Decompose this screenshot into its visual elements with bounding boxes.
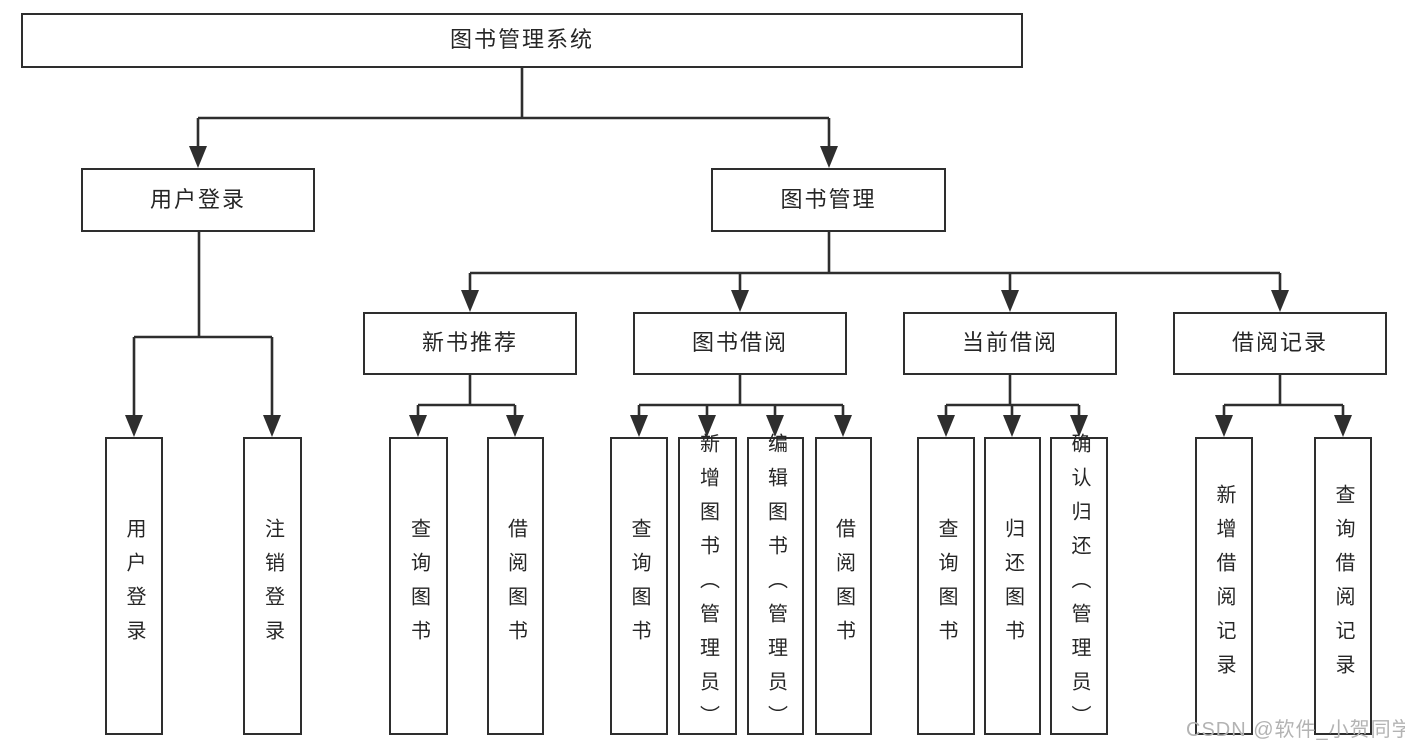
connector-borrow-record-children (1215, 375, 1352, 437)
connector-root-to-level2 (189, 68, 838, 168)
leaf-query-books-borrowing-label: 查询图书 (628, 518, 650, 654)
arrowhead (125, 415, 143, 437)
node-library-management-system-label: 图书管理系统 (449, 27, 594, 53)
node-book-borrowing-label: 图书借阅 (691, 330, 788, 356)
leaf-query-borrow-record: 查询借阅记录 (1314, 437, 1372, 735)
arrowhead (461, 290, 479, 312)
leaf-borrow-books-label: 借阅图书 (832, 518, 855, 654)
leaf-confirm-return-admin: 确认归还（管理员） (1050, 433, 1108, 739)
leaf-return-books-label: 归还图书 (1001, 518, 1024, 654)
leaf-edit-books-admin-label: 编辑图书（管理员） (764, 433, 787, 739)
leaf-borrow-books: 借阅图书 (815, 437, 872, 735)
arrowhead (263, 415, 281, 437)
csdn-watermark: CSDN @软件_小贺同学 (1186, 719, 1405, 741)
leaf-add-borrow-record: 新增借阅记录 (1195, 437, 1253, 735)
arrowhead (1070, 415, 1088, 437)
node-user-login-label: 用户登录 (149, 186, 246, 212)
leaf-edit-books-admin: 编辑图书（管理员） (747, 433, 804, 739)
arrowhead (698, 415, 716, 437)
leaf-add-books-admin-label: 新增图书（管理员） (696, 433, 719, 739)
node-borrowing-records: 借阅记录 (1173, 312, 1387, 375)
connector-current-borrow-children (937, 375, 1088, 437)
leaf-borrow-books-recommend: 借阅图书 (487, 437, 544, 735)
node-book-management-label: 图书管理 (780, 186, 877, 212)
arrowhead (1001, 290, 1019, 312)
arrowhead (834, 415, 852, 437)
leaf-query-books-recommend-label: 查询图书 (407, 518, 430, 654)
arrowhead (1334, 415, 1352, 437)
leaf-logout-label: 注销登录 (261, 518, 284, 654)
arrowhead (731, 290, 749, 312)
arrowhead (189, 146, 207, 168)
connector-user-login-children (125, 232, 281, 437)
node-library-management-system: 图书管理系统 (21, 13, 1023, 68)
connector-book-borrow-children (630, 375, 852, 437)
node-user-login: 用户登录 (81, 168, 315, 232)
leaf-query-books-current-label: 查询图书 (935, 518, 957, 654)
leaf-logout: 注销登录 (243, 437, 302, 735)
leaf-query-books-recommend: 查询图书 (389, 437, 448, 735)
leaf-confirm-return-admin-label: 确认归还（管理员） (1068, 433, 1090, 739)
node-current-borrowing-label: 当前借阅 (961, 330, 1058, 356)
leaf-borrow-books-recommend-label: 借阅图书 (504, 518, 527, 654)
arrowhead (409, 415, 427, 437)
node-borrowing-records-label: 借阅记录 (1231, 330, 1328, 356)
arrowhead (1003, 415, 1021, 437)
leaf-query-books-current: 查询图书 (917, 437, 975, 735)
leaf-user-login-label: 用户登录 (123, 518, 145, 654)
node-book-borrowing: 图书借阅 (633, 312, 847, 375)
leaf-query-books-borrowing: 查询图书 (610, 437, 668, 735)
arrowhead (630, 415, 648, 437)
leaf-user-login: 用户登录 (105, 437, 163, 735)
arrowhead (506, 415, 524, 437)
leaf-return-books: 归还图书 (984, 437, 1041, 735)
node-book-management: 图书管理 (711, 168, 946, 232)
node-new-book-recommend-label: 新书推荐 (421, 330, 518, 356)
arrowhead (937, 415, 955, 437)
arrowhead (1271, 290, 1289, 312)
arrowhead (820, 146, 838, 168)
connector-new-book-rec-children (409, 375, 524, 437)
arrowhead (1215, 415, 1233, 437)
connector-book-mgmt-to-level3 (461, 232, 1289, 312)
node-new-book-recommend: 新书推荐 (363, 312, 577, 375)
leaf-query-borrow-record-label: 查询借阅记录 (1332, 484, 1354, 688)
node-current-borrowing: 当前借阅 (903, 312, 1117, 375)
arrowhead (766, 415, 784, 437)
leaf-add-borrow-record-label: 新增借阅记录 (1213, 484, 1235, 688)
leaf-add-books-admin: 新增图书（管理员） (678, 433, 737, 739)
